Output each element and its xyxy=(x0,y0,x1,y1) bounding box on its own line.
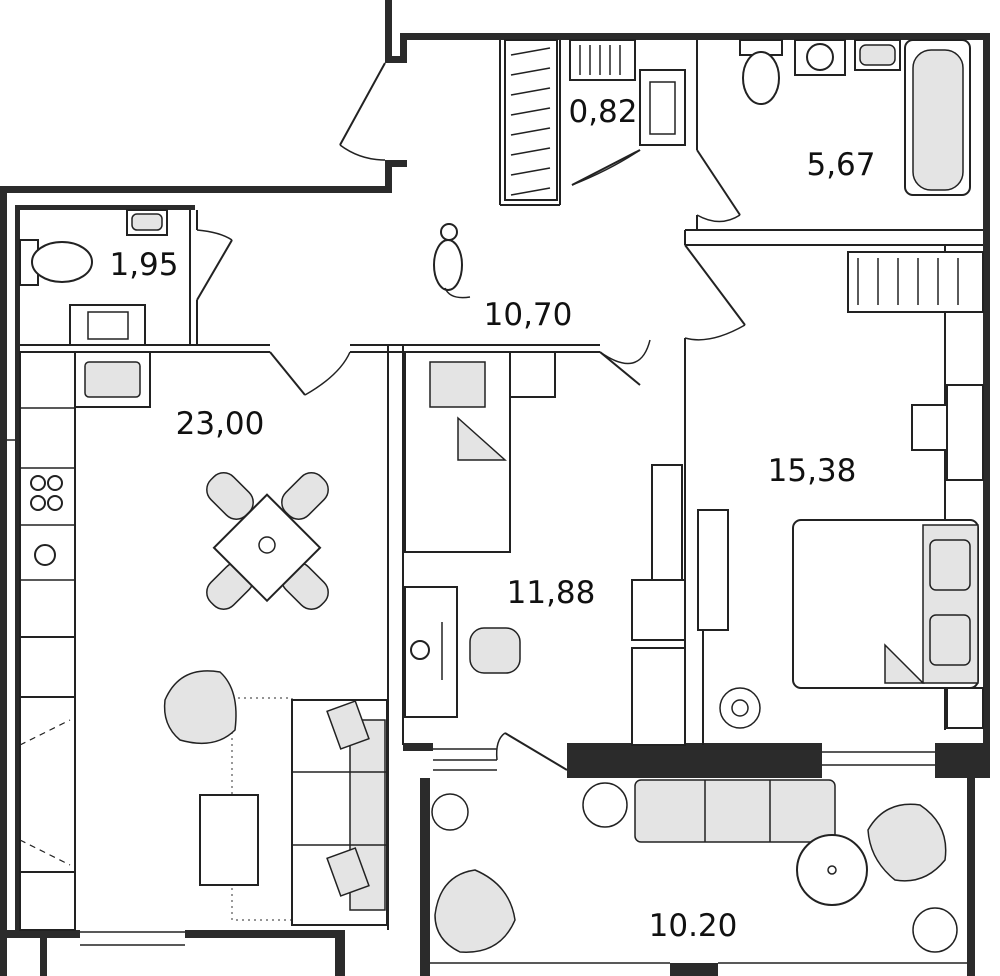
plant-icon xyxy=(719,687,761,729)
windows xyxy=(7,439,967,964)
cat-icon xyxy=(433,223,471,299)
doors xyxy=(196,62,746,771)
storage-shelf xyxy=(569,39,686,146)
balcony-furniture xyxy=(431,779,958,953)
area-label-balcony: 10.20 xyxy=(649,908,738,944)
area-label-bedroom: 15,38 xyxy=(768,453,857,489)
area-label-storage: 0,82 xyxy=(568,94,637,130)
area-label-kitchen-living: 23,00 xyxy=(176,406,265,442)
small-bedroom-furniture xyxy=(404,351,686,746)
living-sofa xyxy=(163,670,388,926)
kitchen-cabinets xyxy=(19,636,76,931)
kitchen-counter xyxy=(19,351,151,638)
bedroom-furniture xyxy=(697,251,984,729)
area-label-wc: 1,95 xyxy=(109,247,178,283)
bathroom-fixtures xyxy=(739,39,971,196)
area-label-bedroom-small: 11,88 xyxy=(507,575,596,611)
area-label-hallway: 10,70 xyxy=(484,297,573,333)
wc-fixtures xyxy=(19,209,168,346)
dining-table xyxy=(206,472,329,610)
hallway-wardrobe xyxy=(504,39,558,201)
area-labels: 0,82 5,67 1,95 10,70 23,00 11,88 15,38 1… xyxy=(109,94,875,944)
area-label-bathroom: 5,67 xyxy=(806,147,875,183)
